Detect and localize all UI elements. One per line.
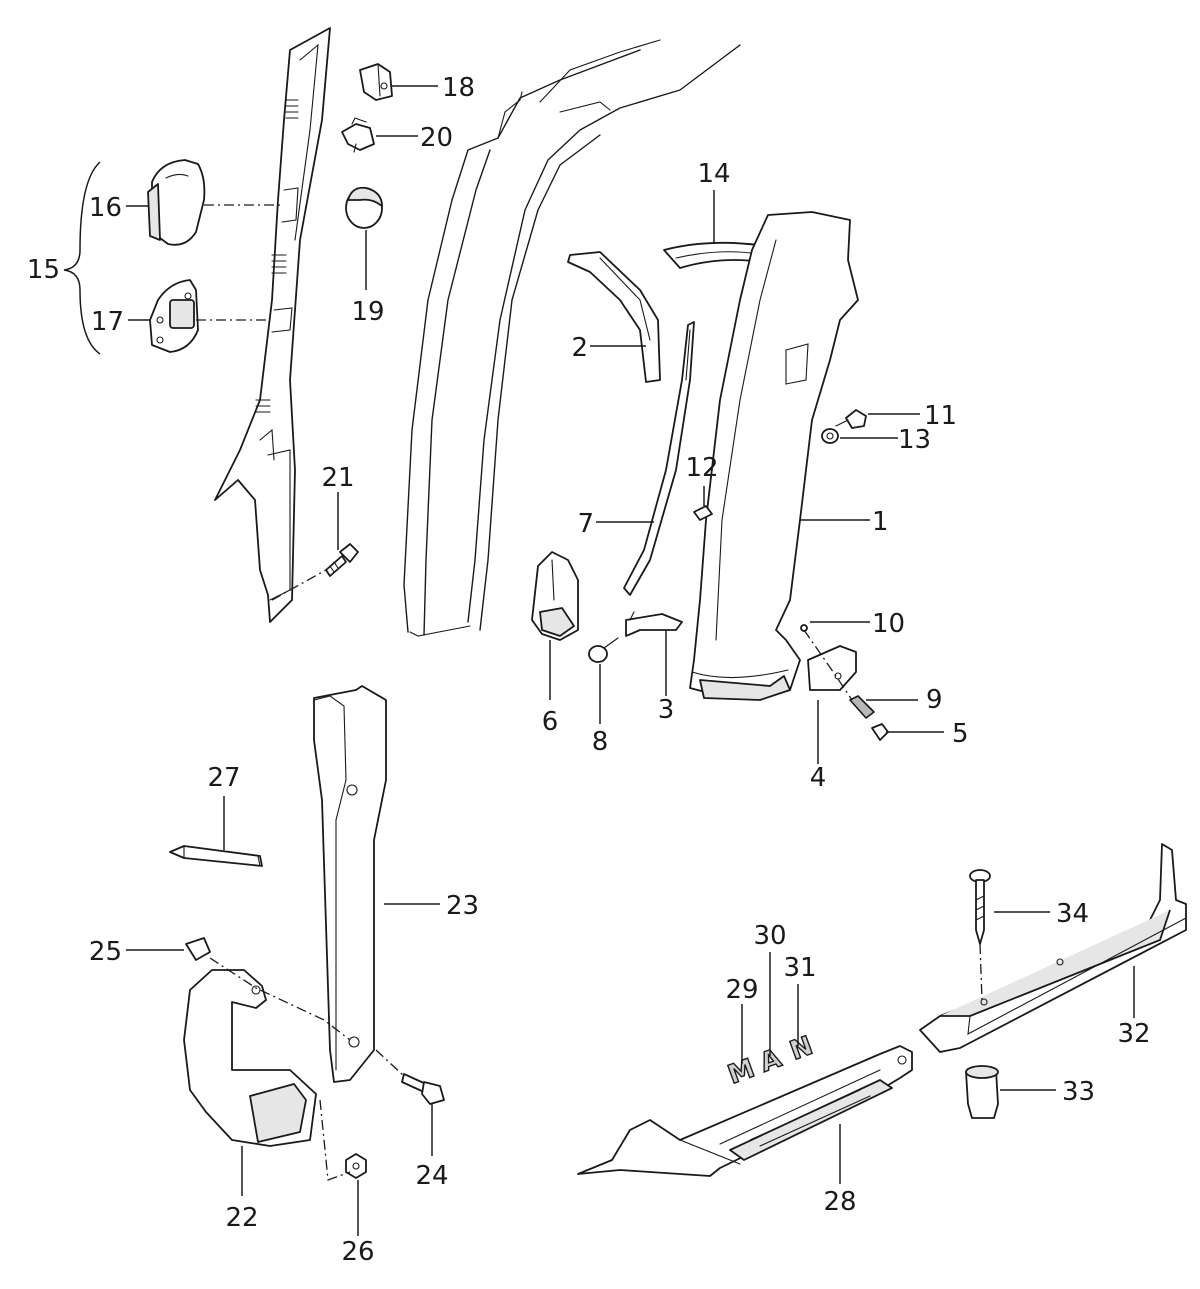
part-33-plug: [965, 1065, 999, 1119]
callout-5: 5: [952, 719, 969, 749]
callout-1: 1: [872, 507, 889, 537]
part-13-washer: [821, 428, 839, 444]
callout-28: 28: [823, 1187, 856, 1217]
callout-17: 17: [91, 307, 124, 337]
part-2-upper-trim: [567, 251, 661, 383]
part-19-round-plug: [345, 186, 383, 229]
callout-6: 6: [542, 707, 559, 737]
part-25-small-clip: [185, 937, 211, 961]
callout-14: 14: [697, 159, 730, 189]
a-pillar-trim: [214, 27, 331, 623]
part-8-screw: [588, 637, 619, 663]
part-12-pin: [693, 505, 713, 521]
callout-21: 21: [321, 463, 354, 493]
part-21-screw: [325, 543, 359, 577]
part-7-seal-strip: [623, 321, 695, 596]
part-20-spring-clip: [341, 117, 375, 153]
callout-3: 3: [658, 695, 675, 725]
part-11-bolt: [835, 409, 867, 429]
assembly-dash-lines: [196, 204, 983, 1181]
callout-26: 26: [341, 1237, 374, 1267]
callout-15: 15: [27, 255, 60, 285]
part-28-sill-plate: [577, 1045, 913, 1177]
part-22-cover-bracket: [183, 969, 317, 1147]
callout-16: 16: [89, 193, 122, 223]
callout-11: 11: [924, 401, 957, 431]
callout-23: 23: [446, 891, 479, 921]
callout-10: 10: [872, 609, 905, 639]
callout-9: 9: [926, 685, 943, 715]
callout-29: 29: [725, 975, 758, 1005]
a-pillar-vents: [255, 99, 299, 413]
callout-2: 2: [571, 333, 588, 363]
callout-18: 18: [442, 73, 475, 103]
callout-22: 22: [225, 1203, 258, 1233]
part-34-long-screw: [969, 869, 991, 945]
part-9-screw: [849, 695, 875, 719]
callout-33: 33: [1062, 1077, 1095, 1107]
logo-letter-n: N: [786, 1031, 817, 1067]
part-27-clip: [169, 845, 263, 867]
callout-30: 30: [753, 921, 786, 951]
callout-32: 32: [1117, 1019, 1150, 1049]
callout-34: 34: [1056, 899, 1089, 929]
callout-leaders: [63, 85, 1135, 1236]
part-16-handle-cover: [147, 159, 206, 246]
part-17-mount-plate: [149, 279, 199, 353]
part-3-bracket: [625, 611, 683, 637]
callout-7: 7: [577, 509, 594, 539]
callout-25: 25: [89, 937, 122, 967]
part-24-bolt: [401, 1073, 445, 1105]
callout-20: 20: [420, 123, 453, 153]
part-4-end-cap: [807, 645, 857, 691]
part-23-lower-panel: [313, 685, 387, 1083]
callout-4: 4: [810, 763, 827, 793]
callout-13: 13: [898, 425, 931, 455]
callout-numbers: 1 2 3 4 5 6 7 8 9 10 11 12 13 14 15 16 1…: [27, 73, 1151, 1267]
part-5-nut: [871, 723, 889, 741]
body-shell-outline: [403, 39, 741, 637]
callout-12: 12: [685, 453, 718, 483]
callout-27: 27: [207, 763, 240, 793]
part-6-bracket-cover: [531, 551, 579, 641]
part-26-nut: [345, 1153, 367, 1179]
callout-19: 19: [351, 297, 384, 327]
part-1-b-pillar-trim: [689, 211, 859, 701]
callout-8: 8: [592, 727, 609, 757]
callout-24: 24: [415, 1161, 448, 1191]
callout-31: 31: [783, 953, 816, 983]
part-18-clip: [359, 63, 393, 101]
part-32-sill-channel: [919, 843, 1187, 1053]
